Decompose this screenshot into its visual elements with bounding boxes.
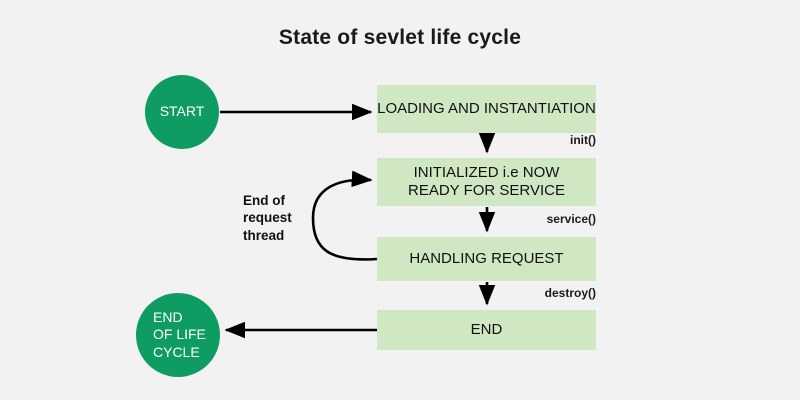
stage-box-end-label: END xyxy=(470,321,503,338)
stage-box-handling-request-label: HANDLING REQUEST xyxy=(409,250,564,267)
arrow-loop-end-of-request-thread xyxy=(311,170,378,261)
transition-label-init: init() xyxy=(570,133,596,147)
stage-box-initialized-ready-for-service: INITIALIZED i.e NOW READY FOR SERVICE xyxy=(377,158,596,206)
stage-box-handling-request: HANDLING REQUEST xyxy=(377,237,596,281)
transition-label-service: service() xyxy=(546,212,596,226)
terminator-end-of-life-cycle: END OF LIFE CYCLE xyxy=(136,293,220,377)
loop-label-end-of-request-thread: End of request thread xyxy=(243,193,292,243)
terminator-start-label: START xyxy=(159,103,205,120)
terminator-start: START xyxy=(145,75,219,149)
terminator-end-of-life-cycle-label: END OF LIFE CYCLE xyxy=(153,308,206,360)
stage-box-end: END xyxy=(377,310,596,350)
stage-box-initialized-ready-for-service-label: INITIALIZED i.e NOW READY FOR SERVICE xyxy=(408,164,565,199)
transition-label-destroy: destroy() xyxy=(544,286,596,300)
stage-box-loading-and-instantiation-label: LOADING AND INSTANTIATION xyxy=(377,100,596,117)
page-title: State of sevlet life cycle xyxy=(278,26,522,49)
stage-box-loading-and-instantiation: LOADING AND INSTANTIATION xyxy=(377,85,596,133)
